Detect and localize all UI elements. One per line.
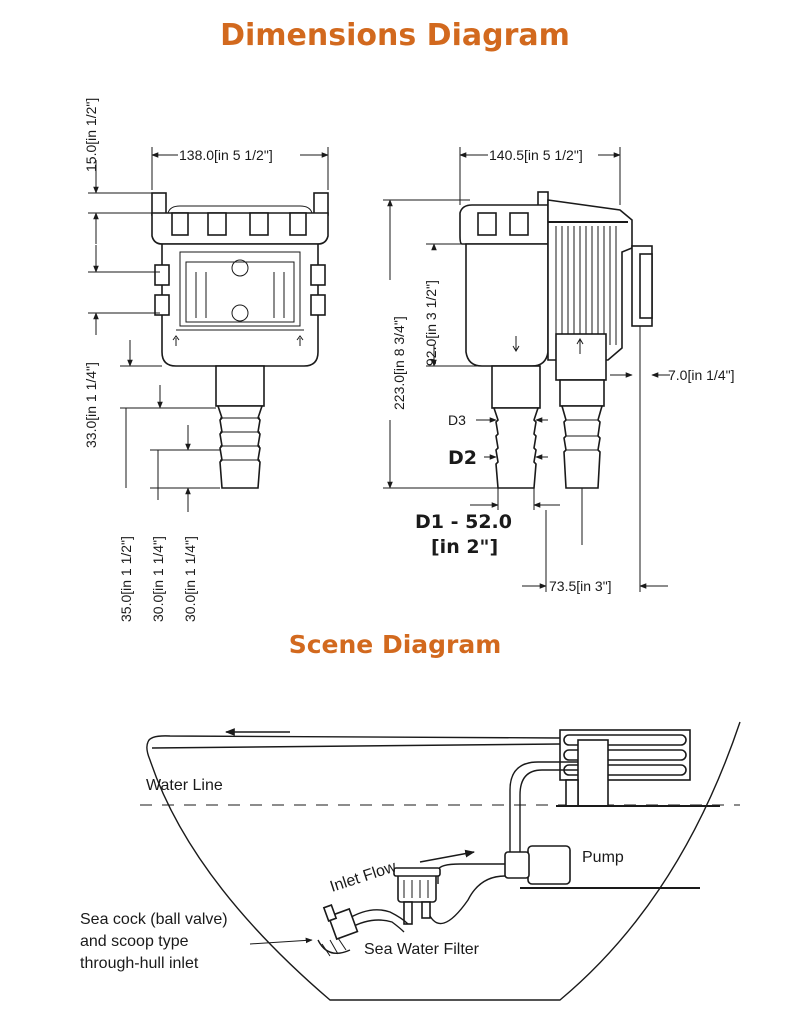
front-width-label: 138.0[in 5 1/2"] <box>179 147 273 163</box>
bottom-73-label: 73.5[in 3"] <box>549 578 612 594</box>
height-33-label: 33.0[in 1 1/4"] <box>83 362 99 448</box>
d1-label-line2: [in 2"] <box>431 536 498 558</box>
scene-diagram-title: Scene Diagram <box>288 630 502 659</box>
height-30a-label: 30.0[in 1 1/4"] <box>150 536 166 622</box>
top-height-label: 15.0[in 1/2"] <box>83 98 99 172</box>
sea-cock-label-line1: Sea cock (ball valve) <box>80 911 228 928</box>
total-height-label: 223.0[in 8 3/4"] <box>391 316 407 410</box>
sea-cock-label-line2: and scoop type <box>80 933 189 950</box>
basket-hatching <box>555 226 617 345</box>
scene-boat-drawing <box>140 721 741 1001</box>
sea-water-filter-label: Sea Water Filter <box>364 941 480 958</box>
d2-label: D2 <box>448 447 477 469</box>
dimensions-diagram-title: Dimensions Diagram <box>220 18 570 53</box>
d3-label: D3 <box>448 412 466 428</box>
pump-label: Pump <box>582 849 624 866</box>
height-30b-label: 30.0[in 1 1/4"] <box>182 536 198 622</box>
offset-7-label: 7.0[in 1/4"] <box>668 367 734 383</box>
front-view-dimensions <box>88 147 329 512</box>
sea-cock-label-line3: through-hull inlet <box>80 955 199 972</box>
front-view-drawing <box>151 192 329 489</box>
side-view-dimensions <box>383 147 670 592</box>
side-view-drawing <box>459 191 653 489</box>
inlet-flow-label: Inlet Flow <box>328 858 399 895</box>
d1-label-line1: D1 - 52.0 <box>415 511 512 533</box>
side-width-label: 140.5[in 5 1/2"] <box>489 147 583 163</box>
inner-height-label: 92.0[in 3 1/2"] <box>423 280 439 366</box>
water-line-label: Water Line <box>146 777 223 794</box>
height-35-label: 35.0[in 1 1/2"] <box>118 536 134 622</box>
